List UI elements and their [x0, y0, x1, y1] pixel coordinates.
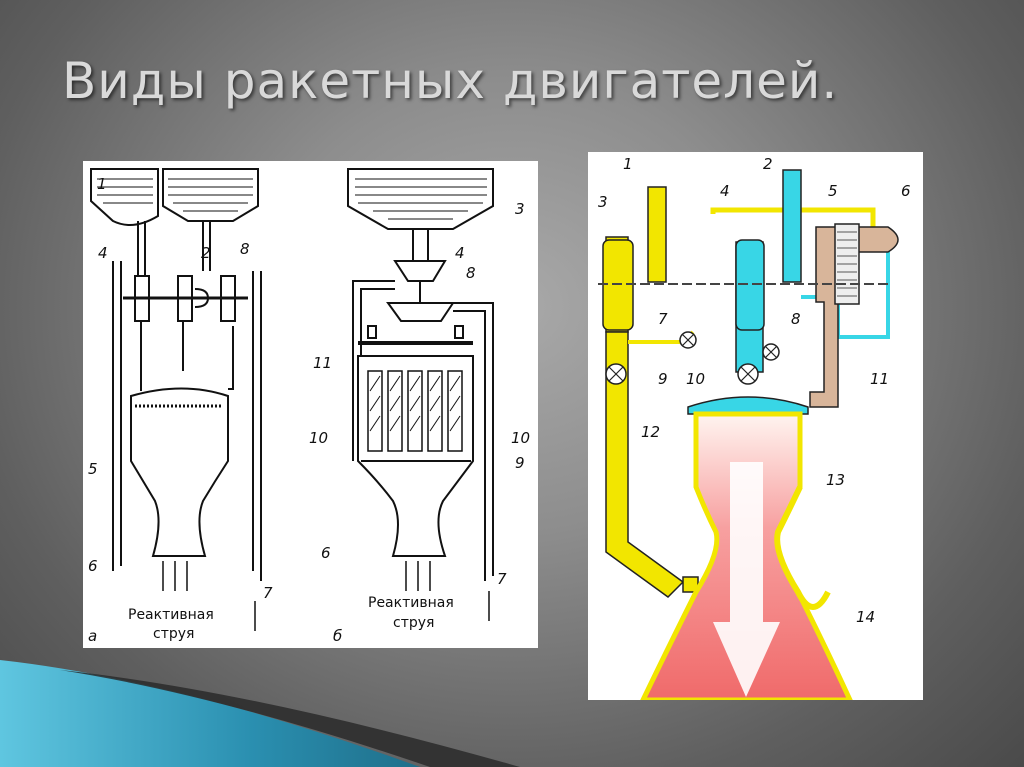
- label-a-2: 2: [201, 244, 211, 262]
- engine-schematics-panel: 1 2 4 8 5 6 7 Реактивная струя а 3 4 8 1…: [83, 161, 538, 648]
- label-a-1: 1: [97, 175, 107, 193]
- label-r-3: 3: [598, 193, 608, 211]
- label-a-5: 5: [88, 460, 98, 478]
- label-r-8: 8: [791, 310, 801, 328]
- caption-a-line2: струя: [153, 626, 194, 642]
- label-a-4: 4: [98, 244, 108, 262]
- label-b-10-right: 10: [511, 429, 530, 447]
- label-r-4: 4: [720, 182, 730, 200]
- label-r-14: 14: [856, 608, 875, 626]
- label-r-1: 1: [623, 155, 633, 173]
- label-b-8: 8: [466, 264, 476, 282]
- liquid-engine-diagram: 1 2 3 4 5 6 7 8 9 10 11 12 13 14: [598, 155, 911, 700]
- decorative-swoosh: [0, 660, 520, 767]
- label-b-7: 7: [497, 570, 507, 588]
- label-b-11: 11: [313, 354, 332, 372]
- label-r-5: 5: [828, 182, 838, 200]
- label-b-9: 9: [515, 454, 525, 472]
- label-b-6: 6: [321, 544, 331, 562]
- label-a-7: 7: [263, 584, 273, 602]
- label-r-2: 2: [763, 155, 773, 173]
- caption-b-line2: струя: [393, 615, 434, 631]
- variant-b-letter: б: [333, 627, 342, 645]
- label-r-7: 7: [658, 310, 668, 328]
- slide-title: Виды ракетных двигателей.: [62, 52, 839, 110]
- label-r-13: 13: [826, 471, 845, 489]
- label-a-6: 6: [88, 557, 98, 575]
- label-a-8: 8: [240, 240, 250, 258]
- label-b-3: 3: [515, 200, 525, 218]
- label-r-9: 9: [658, 370, 668, 388]
- label-r-6: 6: [901, 182, 911, 200]
- label-b-10-left: 10: [309, 429, 328, 447]
- label-r-10: 10: [686, 370, 705, 388]
- label-r-11: 11: [870, 370, 889, 388]
- liquid-engine-panel: 1 2 3 4 5 6 7 8 9 10 11 12 13 14: [588, 152, 923, 700]
- label-b-4: 4: [455, 244, 465, 262]
- label-r-12: 12: [641, 423, 660, 441]
- caption-a-line1: Реактивная: [128, 607, 214, 623]
- caption-b-line1: Реактивная: [368, 595, 454, 611]
- variant-a-letter: а: [88, 627, 97, 645]
- engine-schematics-diagram: 1 2 4 8 5 6 7 Реактивная струя а 3 4 8 1…: [88, 168, 530, 645]
